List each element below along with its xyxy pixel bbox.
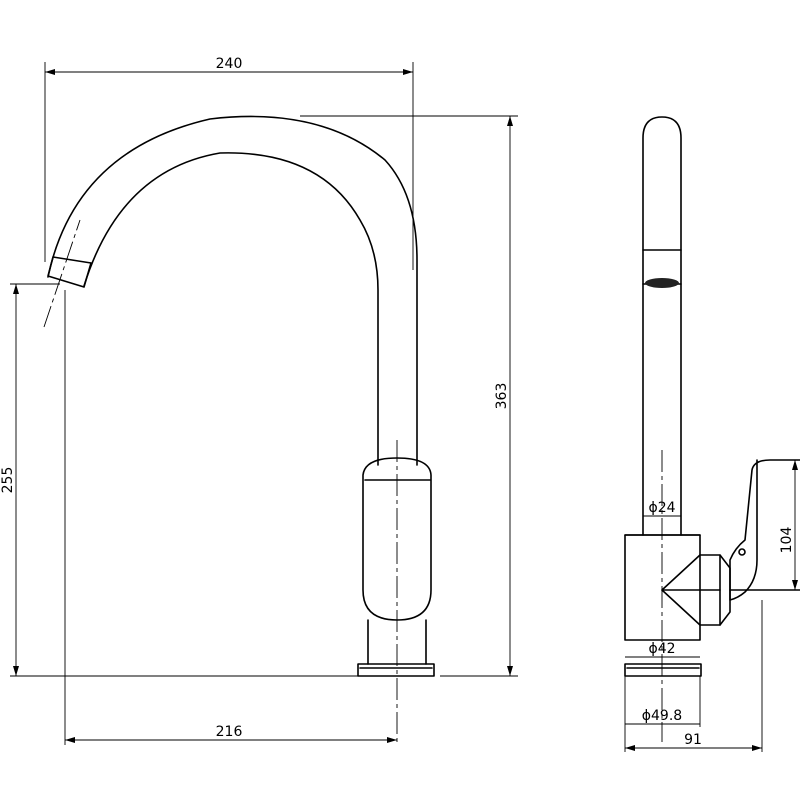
dim-240-label: 240	[216, 56, 243, 72]
dim-104-label: 104	[779, 527, 795, 554]
spout-outer	[47, 115, 418, 466]
spout-inner	[83, 152, 379, 466]
dim-91-label: 91	[684, 732, 702, 748]
side-view: ϕ24 104 ϕ42 ϕ49.8 91	[624, 116, 800, 752]
spout-axis	[43, 219, 81, 328]
dim-363-label: 363	[494, 383, 510, 410]
handle-body	[362, 457, 432, 621]
dim-255-label: 255	[0, 467, 16, 494]
front-view: 240 363 255 216	[0, 56, 518, 745]
dim-phi24-label: ϕ24	[648, 500, 675, 516]
dim-phi42-label: ϕ42	[648, 641, 675, 657]
base-flange	[357, 663, 435, 677]
dim-phi49-label: ϕ49.8	[642, 708, 682, 724]
side-spout-tube	[642, 116, 682, 536]
aerator-icon	[645, 278, 679, 288]
side-body	[624, 534, 701, 641]
dim-216-label: 216	[216, 724, 243, 740]
side-lever-pivot	[738, 548, 746, 556]
side-base-flange	[624, 663, 702, 677]
side-lever	[729, 459, 800, 601]
body-lower	[367, 619, 427, 665]
aerator	[47, 256, 92, 288]
